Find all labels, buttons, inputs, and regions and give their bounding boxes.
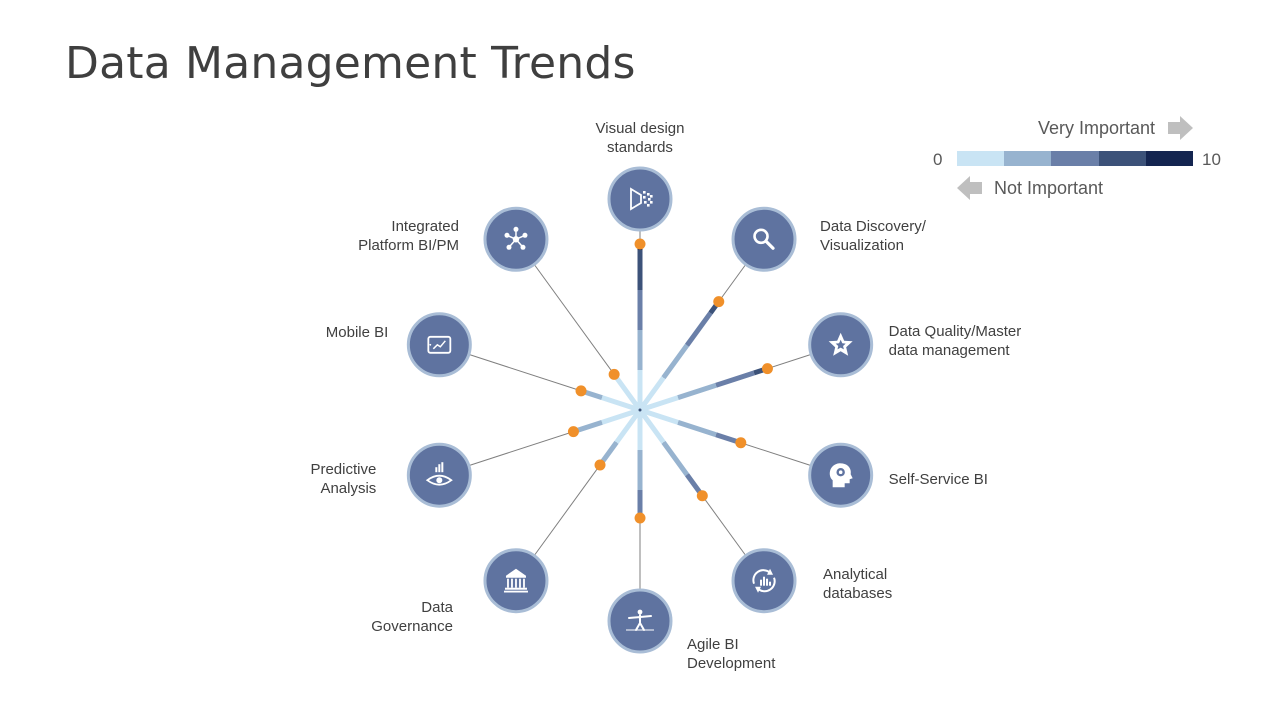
importance-marker bbox=[608, 368, 620, 380]
trend-label-line: standards bbox=[607, 139, 673, 156]
trend-label-line: Agile BI bbox=[687, 636, 739, 653]
trend-label-line: Integrated bbox=[391, 218, 459, 236]
chart-cycle-icon bbox=[752, 568, 776, 593]
trend-label: Data Discovery/Visualization bbox=[820, 217, 926, 255]
legend-low-label: Not Important bbox=[994, 178, 1104, 198]
importance-segment bbox=[661, 440, 690, 477]
trend-spoke bbox=[607, 166, 673, 410]
importance-segment bbox=[637, 376, 666, 412]
importance-marker bbox=[735, 437, 747, 449]
trend-spoke bbox=[483, 206, 643, 412]
head-gear-icon bbox=[829, 463, 853, 488]
importance-marker bbox=[713, 296, 725, 308]
importance-marker bbox=[634, 512, 646, 524]
trend-label-line: Data Quality/Master bbox=[888, 322, 1022, 340]
importance-segment bbox=[614, 376, 643, 412]
importance-segment bbox=[661, 343, 690, 380]
legend-min: 0 bbox=[933, 150, 943, 169]
trend-label-line: Development bbox=[687, 655, 776, 672]
trend-label-line: data management bbox=[888, 341, 1010, 359]
trend-label-line: Mobile BI bbox=[325, 323, 389, 341]
importance-segment bbox=[637, 408, 666, 444]
importance-segment bbox=[639, 395, 679, 413]
legend-scale-segment bbox=[1145, 151, 1194, 166]
tablet-chart-icon bbox=[427, 335, 452, 354]
legend-scale-segment bbox=[1098, 151, 1146, 166]
trend-label-line: Platform BI/PM bbox=[358, 237, 459, 255]
importance-marker bbox=[567, 426, 579, 438]
importance-segment bbox=[601, 395, 641, 413]
legend-scale-bar bbox=[957, 151, 1194, 166]
trend-icon-circle bbox=[406, 312, 472, 378]
importance-marker bbox=[575, 385, 587, 397]
trend-label-line: databases bbox=[823, 584, 893, 602]
trend-label-line: Visualization bbox=[820, 237, 904, 255]
trend-spoke bbox=[639, 312, 874, 413]
government-building-icon bbox=[503, 568, 528, 593]
search-icon bbox=[753, 228, 775, 250]
eye-chart-icon bbox=[425, 462, 453, 486]
legend-scale-segment bbox=[1051, 151, 1099, 166]
trend-label-line: Self-Service BI bbox=[888, 471, 988, 489]
trend-spoke bbox=[639, 407, 874, 508]
center-point bbox=[638, 408, 642, 412]
trend-spoke bbox=[637, 408, 797, 614]
importance-marker bbox=[761, 363, 773, 375]
tightrope-walker-icon bbox=[626, 609, 654, 631]
importance-marker bbox=[696, 490, 708, 502]
trend-label-line: Visual design bbox=[595, 120, 685, 137]
trend-label-line: Analysis bbox=[320, 480, 377, 498]
importance-segment bbox=[639, 407, 679, 425]
trend-spoke bbox=[637, 206, 797, 412]
trend-label: Self-Service BI bbox=[889, 470, 988, 489]
star-badge-icon bbox=[828, 332, 853, 356]
trend-spoke bbox=[607, 410, 673, 654]
importance-segment bbox=[614, 408, 643, 444]
page-title: Data Management Trends bbox=[65, 38, 636, 89]
importance-marker bbox=[634, 238, 646, 250]
trend-label-line: Analytical bbox=[823, 565, 888, 583]
trend-label-line: Data bbox=[421, 598, 453, 616]
trend-label: Agile BI Development bbox=[687, 635, 775, 673]
trend-label: Mobile BI bbox=[326, 323, 389, 342]
importance-segment bbox=[601, 407, 641, 425]
trend-label: Visual design standards bbox=[596, 119, 685, 157]
trend-label-line: Data Discovery/ bbox=[820, 218, 926, 236]
trend-label-line: Governance bbox=[371, 617, 453, 635]
importance-segment bbox=[677, 419, 717, 438]
legend-scale-segment bbox=[1004, 151, 1052, 166]
importance-segment bbox=[715, 370, 755, 388]
legend-high-label: Very Important bbox=[1038, 118, 1156, 138]
visual-design-icon bbox=[630, 187, 653, 211]
importance-segment bbox=[677, 382, 717, 401]
trend-label-line: Predictive bbox=[310, 461, 377, 479]
trend-icon-circle bbox=[607, 166, 673, 232]
legend-max: 10 bbox=[1202, 150, 1221, 169]
importance-segment bbox=[685, 311, 713, 347]
trend-spoke bbox=[406, 312, 641, 413]
importance-marker bbox=[594, 459, 606, 471]
trend-icon-circle bbox=[731, 206, 797, 272]
network-icon bbox=[504, 226, 528, 250]
arrow-right-icon bbox=[1168, 116, 1193, 140]
arrow-left-icon bbox=[957, 176, 982, 200]
trend-spoke bbox=[483, 408, 643, 614]
legend-scale-segment bbox=[957, 151, 1005, 166]
trend-spoke bbox=[406, 407, 641, 508]
